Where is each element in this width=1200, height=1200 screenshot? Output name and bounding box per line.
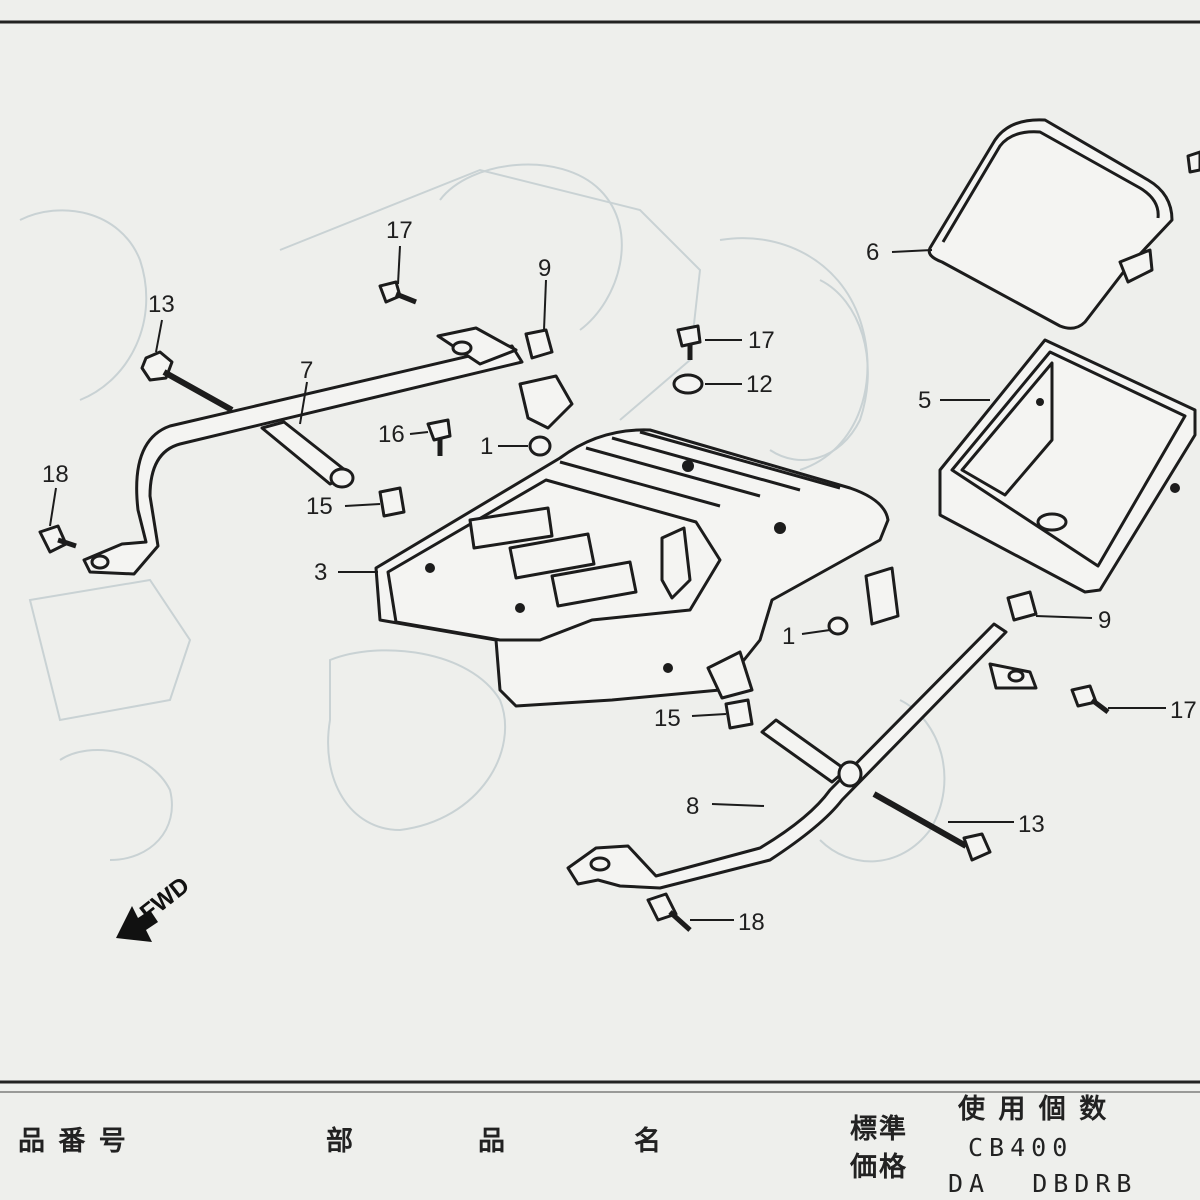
callout-5: 5 [918, 387, 931, 414]
part-9-nut-right [1006, 590, 1038, 622]
forward-direction-indicator: FWD [116, 872, 195, 942]
part-13-bolt-shaft-left [162, 369, 234, 413]
background-engine-ghost [19, 163, 946, 863]
part-5-tray-box [938, 338, 1197, 594]
leader-lines [49, 245, 1166, 921]
part-3-finned-cover [374, 428, 890, 708]
part-13-bolt-head-right [962, 832, 992, 862]
standard-price-header-line-1: 標準 [850, 1113, 908, 1145]
callout-15-bottom: 15 [654, 705, 681, 732]
callout-9-top: 9 [538, 255, 551, 282]
callout-16: 16 [378, 421, 405, 448]
forward-arrow-icon [116, 906, 158, 942]
part-13-bolt-shaft-right [872, 791, 968, 849]
callout-12: 12 [746, 371, 773, 398]
callout-15-top: 15 [306, 493, 333, 520]
callout-18-bottom: 18 [738, 909, 765, 936]
part-name-header-char-2: 品 [478, 1126, 507, 1157]
model-label: CB400 [968, 1133, 1073, 1162]
callout-13-right: 13 [1018, 811, 1045, 838]
callout-1-right: 1 [782, 623, 795, 650]
part-9-nut-top [524, 328, 554, 360]
hardware-fasteners [38, 150, 1200, 932]
part-number-header: 品 番 号 [18, 1126, 128, 1157]
callout-17-top: 17 [386, 217, 413, 244]
callout-8: 8 [686, 793, 699, 820]
callout-7: 7 [300, 357, 313, 384]
part-15-grommet-top [378, 486, 406, 518]
callout-17-right: 17 [1170, 697, 1197, 724]
callout-18-left: 18 [42, 461, 69, 488]
part-17-bolt-mid [676, 324, 702, 348]
callout-6: 6 [866, 239, 879, 266]
parts-list-header: 品 番 号 部 品 名 標準 価格 使 用 個 数 CB400 DA DBDRB [18, 1094, 1137, 1198]
part-8-right-grab-rail [566, 566, 1038, 890]
usage-count-header: 使 用 個 数 [957, 1094, 1108, 1125]
part-15-grommet-bottom [724, 698, 754, 730]
callout-13-left: 13 [148, 291, 175, 318]
part-17-bolt-edge [1186, 150, 1200, 174]
standard-price-header-line-2: 価格 [849, 1152, 908, 1183]
callout-labels: 17 9 13 7 18 16 1 15 3 17 12 6 5 1 9 17 … [42, 217, 1197, 936]
callout-1-top: 1 [480, 433, 493, 460]
callout-3: 3 [314, 559, 327, 586]
callout-17-mid: 17 [748, 327, 775, 354]
fwd-label: FWD [135, 872, 195, 927]
variant-codes-label: DA DBDRB [948, 1169, 1137, 1198]
part-name-header-char-1: 部 [326, 1125, 355, 1157]
part-1-collar-top [528, 435, 552, 457]
callout-9-right: 9 [1098, 607, 1111, 634]
part-1-collar-right [827, 616, 849, 636]
part-6-cover-lid [927, 118, 1174, 330]
part-name-header-char-3: 名 [634, 1125, 663, 1157]
part-12-washer [672, 373, 704, 395]
part-16-bolt [426, 418, 452, 442]
part-7-left-grab-rail [82, 326, 574, 576]
